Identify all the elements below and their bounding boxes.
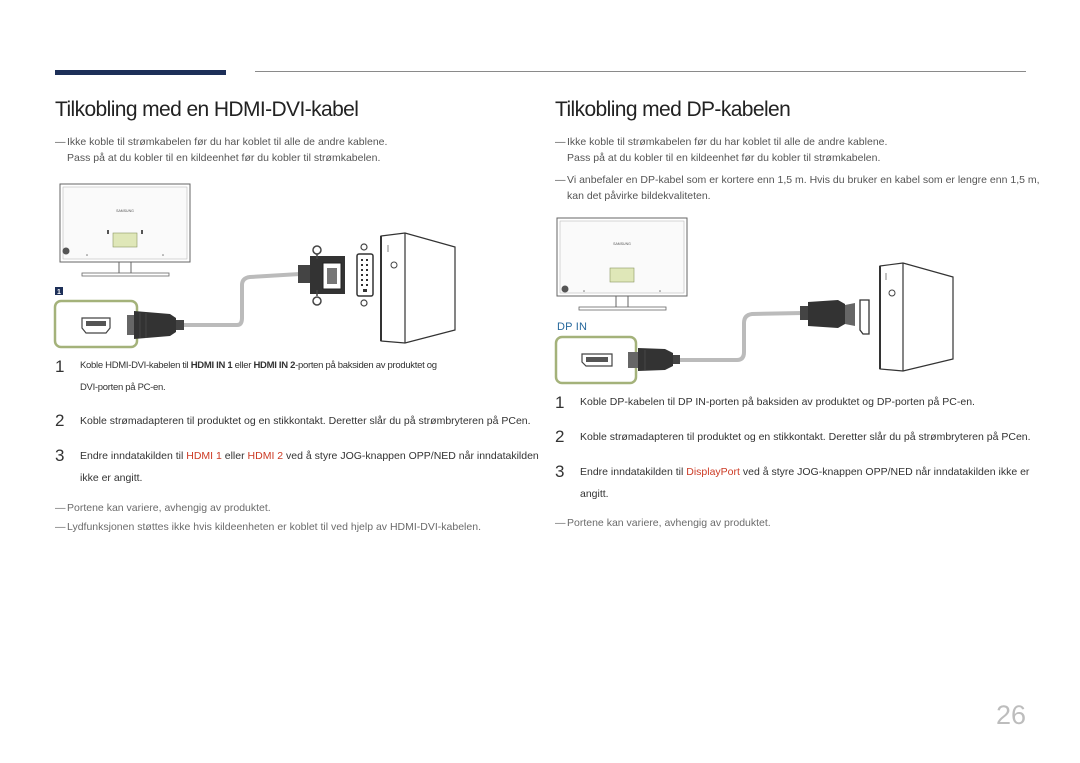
header-accent-bar — [55, 70, 226, 75]
hdmi-dvi-cable — [184, 272, 301, 327]
dp-plug-monitor-icon — [628, 348, 680, 371]
displayport-source-label: DisplayPort — [686, 466, 740, 478]
right-step-1-number: 1 — [555, 393, 565, 412]
left-step-1: Koble HDMI-DVI-kabelen til HDMI IN 1 ell… — [80, 355, 437, 399]
dp-cable — [680, 311, 804, 362]
right-step-3-text-a: Endre inndatakilden til — [580, 466, 687, 478]
monitor-brand-logo: SAMSUNG — [116, 209, 134, 213]
dp-pc-tower-illustration — [879, 262, 954, 372]
right-step-3: Endre inndatakilden til DisplayPort ved … — [580, 461, 1029, 505]
left-step-1-text-a: Koble HDMI-DVI-kabelen til — [80, 360, 191, 371]
left-footnote-2-text: Lydfunksjonen støttes ikke hvis kildeenh… — [67, 521, 481, 533]
dvi-port-icon — [356, 243, 374, 307]
left-section-title: Tilkobling med en HDMI-DVI-kabel — [55, 98, 359, 121]
left-step-1-text-c: -porten på baksiden av produktet og — [295, 360, 437, 371]
dp-monitor-brand-logo: SAMSUNG — [613, 242, 631, 246]
left-step-3: Endre inndatakilden til HDMI 1 eller HDM… — [80, 445, 539, 489]
dp-in-label: DP IN — [557, 321, 588, 333]
left-step-3-text-line-2: ikke er angitt. — [80, 472, 143, 484]
hdmi-in-1-badge-label: 1 — [57, 289, 61, 296]
left-note-1-line-2: Pass på at du kobler til en kildeenhet f… — [67, 152, 381, 164]
left-footnote-1: ―Portene kan variere, avhengig av produk… — [55, 502, 271, 514]
right-section-title: Tilkobling med DP-kabelen — [555, 98, 791, 121]
dvi-plug-icon — [298, 245, 345, 306]
hdmi-in-2-label: HDMI IN 2 — [253, 360, 296, 371]
left-step-1-text-line-2: DVI-porten på PC-en. — [80, 382, 166, 393]
left-step-1-number: 1 — [55, 357, 65, 376]
hdmi-plug-icon — [127, 311, 184, 339]
right-note-2: ―Vi anbefaler en DP-kabel som er kortere… — [555, 174, 1040, 202]
hdmi-1-source-label: HDMI 1 — [186, 450, 222, 462]
left-step-2-number: 2 — [55, 411, 65, 430]
left-step-1-text-b: eller — [232, 360, 254, 371]
right-step-2: Koble strømadapteren til produktet og en… — [580, 431, 1031, 443]
dp-plug-pc-icon — [800, 300, 855, 328]
right-step-1: Koble DP-kabelen til DP IN-porten på bak… — [580, 396, 975, 408]
left-note-1: ―Ikke koble til strømkabelen før du har … — [55, 136, 388, 164]
right-step-3-number: 3 — [555, 462, 565, 481]
right-note-1: ―Ikke koble til strømkabelen før du har … — [555, 136, 888, 164]
left-step-3-text-b: eller — [221, 450, 248, 462]
dp-monitor-rear-illustration: SAMSUNG — [556, 217, 688, 311]
right-note-1-line-1: Ikke koble til strømkabelen før du har k… — [567, 136, 888, 148]
right-footnote-1-text: Portene kan variere, avhengig av produkt… — [567, 517, 771, 529]
left-footnote-1-text: Portene kan variere, avhengig av produkt… — [67, 502, 271, 514]
hdmi-in-1-badge — [55, 287, 63, 295]
left-note-1-line-1: Ikke koble til strømkabelen før du har k… — [67, 136, 388, 148]
hdmi-2-source-label: HDMI 2 — [247, 450, 284, 462]
left-step-3-text-c: ved å styre JOG-knappen OPP/NED når innd… — [283, 450, 539, 462]
left-step-2: Koble strømadapteren til produktet og en… — [80, 415, 531, 427]
page-number: 26 — [995, 700, 1026, 730]
left-step-3-text-a: Endre inndatakilden til — [80, 450, 187, 462]
right-step-3-text-b: ved å styre JOG-knappen OPP/NED når innd… — [739, 466, 1030, 478]
right-footnote-1: ―Portene kan variere, avhengig av produk… — [555, 517, 771, 529]
monitor-rear-illustration: SAMSUNG — [59, 183, 191, 277]
left-footnote-2: ―Lydfunksjonen støttes ikke hvis kildeen… — [55, 521, 481, 533]
hdmi-in-1-label: HDMI IN 1 — [190, 360, 233, 371]
right-step-2-number: 2 — [555, 427, 565, 446]
right-note-1-line-2: Pass på at du kobler til en kildeenhet f… — [567, 152, 881, 164]
header-rule — [255, 71, 1026, 72]
right-note-2-line-2: kan det påvirke bildekvaliteten. — [567, 190, 711, 202]
right-note-2-line-1: Vi anbefaler en DP-kabel som er kortere … — [567, 174, 1040, 186]
pc-tower-illustration — [380, 232, 456, 344]
left-step-3-number: 3 — [55, 446, 65, 465]
pc-dp-port-icon — [859, 299, 870, 335]
right-step-3-text-line-2: angitt. — [580, 488, 609, 500]
